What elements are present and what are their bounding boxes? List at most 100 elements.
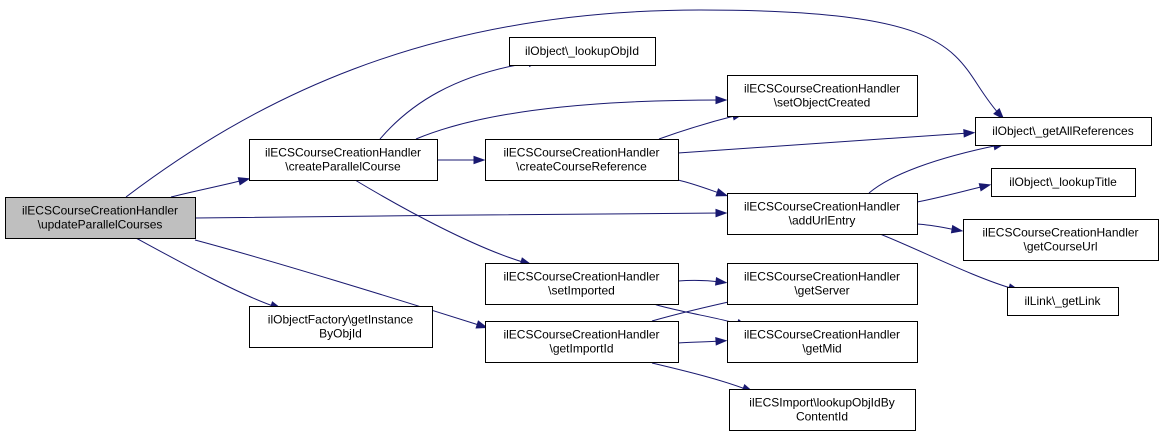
node-label-line: ilECSCourseCreationHandler xyxy=(503,146,659,160)
node-getServer[interactable]: ilECSCourseCreationHandler\getServer xyxy=(727,263,918,305)
edge-createParallelCourse-to-setObjectCreated xyxy=(415,95,728,140)
arrowhead xyxy=(715,277,728,286)
edge-line xyxy=(379,61,535,140)
node-box xyxy=(727,75,918,117)
node-setObjectCreated[interactable]: ilECSCourseCreationHandler\setObjectCrea… xyxy=(727,75,918,117)
edge-line xyxy=(651,362,749,391)
node-createCourseReference[interactable]: ilECSCourseCreationHandler\createCourseR… xyxy=(485,139,679,181)
node-lookupObjId[interactable]: ilObject\_lookupObjId xyxy=(509,37,656,66)
edge-line xyxy=(868,144,1000,194)
arrowhead xyxy=(963,129,976,138)
node-label-line: ilObject\_getAllReferences xyxy=(992,124,1133,138)
edge-updateParallelCourses-to-addUrlEntry xyxy=(194,208,728,219)
node-updateParallelCourses[interactable]: ilECSCourseCreationHandler\updateParalle… xyxy=(5,197,196,239)
node-label-line: ilECSCourseCreationHandler xyxy=(22,204,178,218)
edge-line xyxy=(415,99,722,140)
edge-line xyxy=(677,279,722,283)
node-getMid[interactable]: ilECSCourseCreationHandler\getMid xyxy=(727,321,918,363)
node-box xyxy=(5,197,196,239)
node-box xyxy=(485,139,679,181)
arrowhead xyxy=(475,320,489,329)
node-label-line: ilECSCourseCreationHandler xyxy=(503,328,659,342)
node-label-line: ilObject\_lookupObjId xyxy=(525,44,639,58)
edge-line xyxy=(194,239,483,327)
node-label-line: \getServer xyxy=(794,284,849,298)
node-getCourseUrl[interactable]: ilECSCourseCreationHandler\getCourseUrl xyxy=(963,219,1159,261)
node-label-line: \createParallelCourse xyxy=(285,160,401,174)
edge-line xyxy=(170,179,245,198)
edge-line xyxy=(879,233,1015,290)
node-label-line: ilECSCourseCreationHandler xyxy=(744,270,900,284)
edge-line xyxy=(125,9,1001,198)
edge-line xyxy=(916,223,958,231)
arrowhead xyxy=(993,108,1005,120)
node-setImported[interactable]: ilECSCourseCreationHandler\setImported xyxy=(485,263,679,305)
edge-createCourseReference-to-getAllReferences xyxy=(677,129,976,154)
node-box xyxy=(249,306,433,348)
edge-createParallelCourse-to-lookupObjId xyxy=(379,58,541,140)
node-label-line: ilECSCourseCreationHandler xyxy=(982,226,1138,240)
node-box xyxy=(727,263,918,305)
arrowhead xyxy=(715,337,728,346)
edge-addUrlEntry-to-lookupTitle xyxy=(916,183,992,203)
edge-createParallelCourse-to-setImported xyxy=(354,179,533,266)
node-createParallelCourse[interactable]: ilECSCourseCreationHandler\createParalle… xyxy=(249,139,438,181)
node-box xyxy=(975,117,1152,146)
edge-createParallelCourse-to-createCourseReference xyxy=(436,155,486,165)
node-label-line: \getImportId xyxy=(549,342,613,356)
edge-updateParallelCourses-to-getAllReferences xyxy=(125,9,1005,198)
node-label-line: ilECSCourseCreationHandler xyxy=(744,328,900,342)
node-label-line: ContentId xyxy=(796,410,848,424)
node-label-line: ilObjectFactory\getInstance xyxy=(268,313,414,327)
edge-line xyxy=(354,179,527,264)
edge-setImported-to-getServer xyxy=(677,277,728,286)
node-addUrlEntry[interactable]: ilECSCourseCreationHandler\addUrlEntry xyxy=(727,193,918,235)
node-label-line: ByObjId xyxy=(319,327,362,341)
edge-line xyxy=(135,237,277,308)
edge-updateParallelCourses-to-getInstanceByObjId xyxy=(135,237,283,310)
edge-getImportId-to-getMid xyxy=(677,337,728,346)
node-label-line: \updateParallelCourses xyxy=(38,218,163,232)
node-label-line: \getMid xyxy=(802,342,841,356)
node-box xyxy=(509,37,656,66)
node-label-line: ilECSCourseCreationHandler xyxy=(503,270,659,284)
arrowhead xyxy=(237,177,251,186)
node-box xyxy=(727,321,918,363)
edge-updateParallelCourses-to-createParallelCourse xyxy=(170,177,251,198)
node-box xyxy=(485,263,679,305)
edge-line xyxy=(677,132,970,154)
node-getAllReferences[interactable]: ilObject\_getAllReferences xyxy=(975,117,1152,146)
node-getLink[interactable]: ilLink\_getLink xyxy=(1007,287,1119,316)
edge-line xyxy=(194,212,722,219)
node-box xyxy=(485,321,679,363)
arrowhead xyxy=(473,155,486,165)
edge-line xyxy=(677,179,723,195)
node-label-line: \setImported xyxy=(548,284,615,298)
node-box xyxy=(727,193,918,235)
node-label-line: ilECSImport\lookupObjIdBy xyxy=(749,396,894,410)
node-label-line: ilECSCourseCreationHandler xyxy=(744,200,900,214)
edge-updateParallelCourses-to-getImportId xyxy=(194,239,489,329)
node-label-line: \createCourseReference xyxy=(516,160,647,174)
node-lookupTitle[interactable]: ilObject\_lookupTitle xyxy=(991,168,1136,197)
node-label-line: ilObject\_lookupTitle xyxy=(1009,175,1117,189)
node-box xyxy=(249,139,438,181)
node-box xyxy=(963,219,1159,261)
arrowhead xyxy=(715,95,728,105)
arrowhead xyxy=(950,224,964,234)
node-box xyxy=(991,168,1136,197)
nodes-layer: ilECSCourseCreationHandler\updateParalle… xyxy=(5,37,1159,431)
node-getImportId[interactable]: ilECSCourseCreationHandler\getImportId xyxy=(485,321,679,363)
node-label-line: \getCourseUrl xyxy=(1023,240,1097,254)
node-label-line: \addUrlEntry xyxy=(789,214,856,228)
edge-line xyxy=(677,340,722,344)
node-box xyxy=(1007,287,1119,316)
node-box xyxy=(729,389,916,431)
edge-line xyxy=(916,185,986,203)
arrowhead xyxy=(978,183,992,192)
arrowhead xyxy=(715,188,729,197)
edge-getImportId-to-lookupObjIdByContentId xyxy=(651,362,755,393)
